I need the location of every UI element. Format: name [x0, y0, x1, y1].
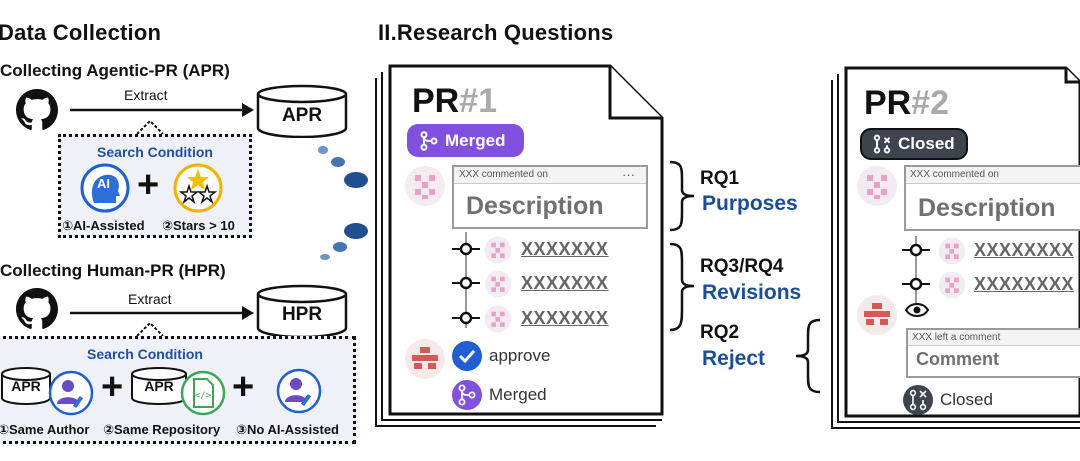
human-search-connector — [136, 321, 164, 337]
mini-apr-database-icon — [131, 367, 187, 405]
github-icon — [16, 288, 58, 329]
agentic-extract-label: Extract — [124, 87, 168, 103]
pr2-comment-header-bar — [906, 167, 1080, 184]
pr2-status-badge: Closed — [860, 128, 968, 160]
pr1-commit-link-3[interactable]: XXXXXXX — [521, 308, 609, 328]
section-title-data-collection: Data Collection — [0, 20, 162, 45]
mini-apr-label-1: APR — [11, 378, 41, 394]
code-file-icon: </> — [180, 370, 226, 416]
avatar — [484, 270, 512, 298]
apr-database-label: APR — [281, 105, 323, 126]
rq2-name: Reject — [702, 347, 766, 370]
avatar — [484, 305, 512, 333]
pr1-status-badge: Merged — [407, 124, 524, 157]
svg-text:</>: </> — [195, 391, 212, 401]
pr1-commit-link-2[interactable]: XXXXXXX — [521, 273, 609, 293]
commit-icon — [452, 276, 480, 290]
human-condition-3: ③No AI-Assisted — [236, 422, 339, 437]
pr1-comment-menu[interactable]: ··· — [622, 167, 635, 182]
pr2-title: PR#2 — [864, 84, 950, 122]
rq2-label: RQ2 — [700, 322, 740, 343]
agentic-extract-arrow — [70, 103, 254, 117]
pr2-closed-label: Closed — [940, 390, 993, 409]
mini-apr-label-2: APR — [144, 378, 174, 394]
human-heading: Collecting Human-PR (HPR) — [0, 261, 226, 280]
rq34-name: Revisions — [702, 281, 802, 304]
mini-apr-database-icon — [1, 367, 51, 405]
avatar — [405, 339, 445, 379]
pr2-comment2-header: XXX left a comment — [912, 332, 1001, 343]
commit-icon — [452, 311, 480, 325]
human-search-title: Search Condition — [87, 346, 203, 362]
commit-icon — [452, 242, 480, 256]
avatar — [938, 237, 966, 265]
agentic-condition-2: ②Stars > 10 — [162, 218, 235, 233]
merged-event-icon — [452, 380, 482, 410]
rq2-brace — [795, 318, 821, 394]
human-extract-arrow — [70, 306, 254, 320]
pr2-description: Description — [918, 194, 1056, 222]
apr-database-icon — [256, 84, 348, 138]
human-extract-label: Extract — [128, 291, 172, 307]
agentic-search-title: Search Condition — [97, 144, 213, 160]
stars-icon — [173, 163, 223, 213]
pr1-merged-label: Merged — [489, 385, 547, 404]
agentic-condition-1: ①AI-Assisted — [62, 218, 145, 233]
section-title-research-questions: II.Research Questions — [378, 20, 614, 45]
pr2-comment-header: XXX commented on — [910, 169, 999, 180]
avatar — [405, 166, 445, 206]
pr2-comment-text: Comment — [916, 349, 1000, 369]
rq1-name: Purposes — [702, 192, 798, 215]
approve-check-icon — [452, 341, 482, 371]
rq34-brace — [669, 242, 695, 332]
rq34-label: RQ3/RQ4 — [700, 256, 784, 277]
rq1-label: RQ1 — [700, 168, 740, 189]
pr1-comment-header-bar — [454, 167, 646, 184]
hpr-database-label: HPR — [281, 304, 323, 325]
rq1-brace — [669, 160, 695, 232]
pr2-comment2-header-bar — [908, 330, 1080, 346]
agentic-plus: + — [137, 164, 160, 206]
commit-icon — [902, 277, 930, 291]
pr1-comment-header: XXX commented on — [459, 169, 548, 180]
user-edit-icon — [48, 370, 94, 416]
connector-dots — [318, 146, 368, 260]
pr2-commit-timeline — [902, 236, 930, 312]
avatar — [938, 271, 966, 299]
pr1-description: Description — [466, 192, 604, 220]
pr2-commit-link-2[interactable]: XXXXXXXX — [974, 274, 1075, 294]
eye-icon — [904, 303, 930, 317]
avatar — [857, 166, 897, 206]
agentic-search-connector — [136, 119, 164, 135]
human-condition-1: ①Same Author — [0, 422, 90, 437]
closed-pr-icon — [873, 134, 891, 154]
user-edit-icon — [276, 368, 322, 414]
pr1-commit-timeline — [452, 232, 480, 328]
ai-badge-label: AI — [97, 176, 110, 191]
ai-head-icon — [80, 163, 130, 213]
github-icon — [16, 89, 58, 130]
avatar — [857, 295, 897, 335]
human-condition-2: ②Same Repository — [103, 422, 221, 437]
avatar — [484, 236, 512, 264]
human-plus-1: + — [101, 366, 124, 408]
pr1-title: PR#1 — [412, 82, 498, 120]
human-plus-2: + — [232, 366, 255, 408]
merge-icon — [420, 130, 438, 151]
pr2-commit-link-1[interactable]: XXXXXXXX — [974, 240, 1075, 260]
pr1-commit-link-1[interactable]: XXXXXXX — [521, 239, 609, 259]
pr1-approve-label: approve — [489, 346, 551, 365]
agentic-heading: Collecting Agentic-PR (APR) — [0, 61, 230, 80]
closed-event-icon — [903, 385, 933, 415]
commit-icon — [902, 243, 930, 257]
